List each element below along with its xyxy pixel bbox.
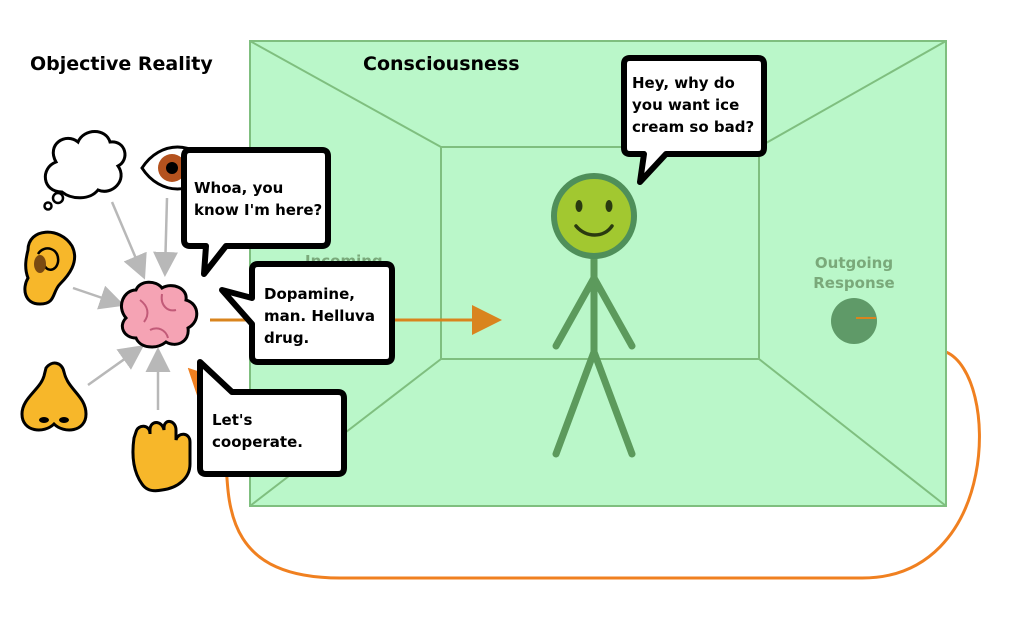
thought-bubble-icon bbox=[43, 130, 127, 211]
speech-bubble-eye-line2: know I'm here? bbox=[194, 201, 322, 219]
speech-bubble-cooperate-line2: cooperate. bbox=[212, 433, 303, 451]
brain-icon bbox=[120, 280, 199, 349]
speech-bubble-dopamine-line2: man. Helluva bbox=[264, 307, 375, 325]
speech-bubble-person-line1: Hey, why do bbox=[632, 74, 735, 92]
stick-figure bbox=[552, 252, 636, 458]
outgoing-response-dot bbox=[831, 298, 877, 344]
speech-bubble-eye-line1: Whoa, you bbox=[194, 179, 283, 197]
consciousness-label: Consciousness bbox=[363, 53, 520, 75]
ear-icon bbox=[23, 230, 77, 306]
nose-icon bbox=[20, 361, 88, 432]
speech-bubble-dopamine-line3: drug. bbox=[264, 329, 309, 347]
raised-hand-icon bbox=[131, 420, 192, 493]
speech-bubble-person-line2: you want ice bbox=[632, 96, 739, 114]
outgoing-label-line1: Outgoing bbox=[815, 254, 893, 272]
speech-bubble-person-line3: cream so bad? bbox=[632, 118, 754, 136]
speech-bubble-eye: Whoa, you know I'm here? bbox=[181, 147, 331, 277]
outgoing-label-line2: Response bbox=[813, 274, 894, 292]
sense-arrows bbox=[72, 197, 179, 410]
speech-bubble-person: Hey, why do you want ice cream so bad? bbox=[621, 55, 767, 185]
speech-bubble-dopamine-line1: Dopamine, bbox=[264, 285, 355, 303]
speech-bubble-dopamine: Dopamine, man. Helluva drug. bbox=[219, 261, 395, 365]
smiley-face-icon bbox=[551, 173, 637, 259]
objective-reality-label: Objective Reality bbox=[30, 53, 213, 75]
speech-bubble-cooperate: Let's cooperate. bbox=[197, 359, 347, 477]
speech-bubble-cooperate-line1: Let's bbox=[212, 411, 252, 429]
